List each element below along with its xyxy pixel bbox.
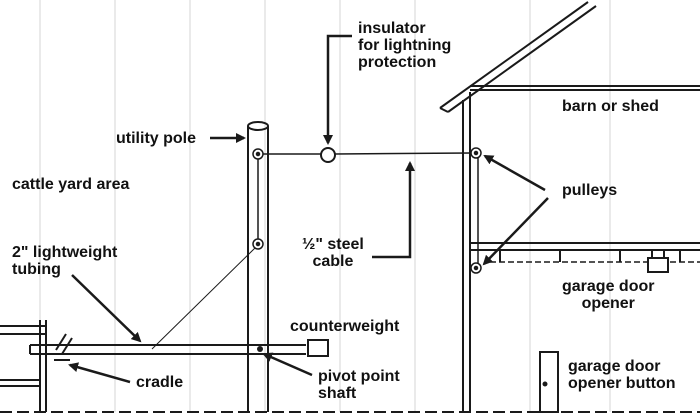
label-counterweight: counterweight [290, 318, 400, 335]
pulleys [252, 147, 482, 274]
gate-tubing [29, 344, 306, 355]
arrow-insulator [323, 34, 352, 145]
label-arrows [68, 34, 549, 384]
label-tubing: 2" lightweight tubing [12, 244, 118, 278]
counterweight [307, 339, 329, 357]
label-insulator: insulator for lightning protection [358, 20, 452, 71]
label-steel-cable: ½" steel cable [302, 236, 364, 270]
arrow-tubing [71, 274, 142, 343]
label-cradle: cradle [136, 374, 184, 391]
barn-roof [439, 1, 700, 113]
label-pulleys: pulleys [562, 182, 618, 199]
label-pivot-point: pivot point shaft [318, 368, 400, 402]
opener-button-post [539, 351, 559, 413]
arrow-pivot [262, 352, 313, 377]
label-utility-pole: utility pole [116, 130, 196, 147]
arrow-pulley-upper [483, 154, 546, 192]
arrow-cradle [68, 362, 131, 384]
insulator [320, 147, 336, 163]
steel-cable [151, 152, 479, 350]
barn-wall [462, 92, 471, 412]
label-opener-button: garage door opener button [568, 358, 676, 392]
fence-cradle [0, 320, 73, 412]
arrow-steel-cable [372, 161, 415, 259]
utility-pole [247, 121, 269, 412]
label-barn: barn or shed [562, 98, 659, 115]
pivot-point [257, 346, 263, 352]
arrow-pulley-lower [482, 197, 549, 266]
label-garage-door-opener: garage door opener [562, 278, 655, 312]
label-cattle-yard: cattle yard area [12, 176, 130, 193]
garage-door-opener-unit [647, 250, 669, 273]
grid-lines [39, 0, 611, 412]
